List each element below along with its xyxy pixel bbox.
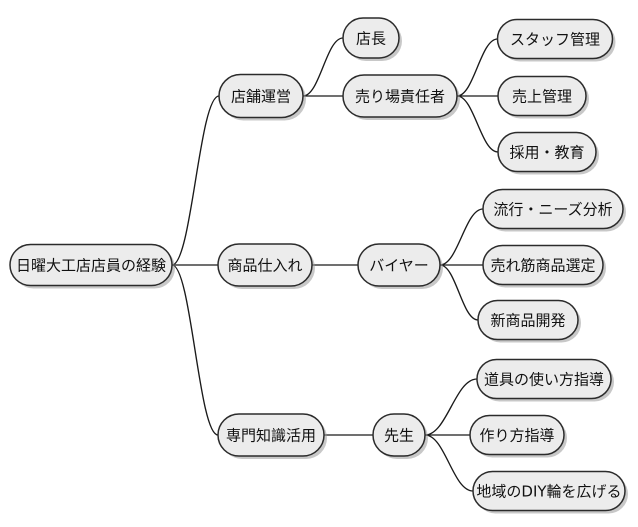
node-box[interactable] [496,18,614,60]
leaf-node[interactable]: 売上管理 [497,75,589,119]
edge-connector [171,95,220,266]
sub-branch-node[interactable]: バイヤー [357,243,443,289]
node-label: 店舗運営 [231,88,291,106]
leaf-node[interactable]: 新商品開発 [477,299,581,343]
node-box[interactable] [357,243,441,287]
sub-branch-node[interactable]: 店長 [342,17,402,61]
leaf-node[interactable]: 流行・ニーズ分析 [482,188,626,232]
node-label: 日曜大工店店員の経験 [16,257,166,275]
node-box[interactable] [482,188,624,230]
node-box[interactable] [9,243,173,287]
branch-node[interactable]: 商品仕入れ [217,243,315,289]
node-box[interactable] [476,358,612,400]
node-box[interactable] [218,73,304,119]
node-box[interactable] [472,470,626,512]
node-box[interactable] [469,414,565,456]
node-label: 売上管理 [512,88,572,106]
node-box[interactable] [217,243,313,287]
node-box[interactable] [482,244,604,286]
edge-connector [171,264,219,436]
leaf-node[interactable]: スタッフ管理 [496,18,616,62]
node-label: 商品仕入れ [227,257,302,275]
sub-branch-node[interactable]: 先生 [372,413,428,459]
edge-connector [439,264,479,321]
node-label: 店長 [356,30,386,48]
node-box[interactable] [497,75,587,117]
node-label: 作り方指導 [479,427,554,445]
edge-connector [456,95,499,153]
edge-connector [302,37,344,97]
node-label: 売れ筋商品選定 [490,257,595,275]
leaf-node[interactable]: 作り方指導 [469,414,567,458]
node-box[interactable] [497,131,597,173]
node-box[interactable] [342,17,400,59]
root-node[interactable]: 日曜大工店店員の経験 [9,243,175,289]
leaf-node[interactable]: 売れ筋商品選定 [482,244,606,288]
node-box[interactable] [342,74,458,118]
edge-connector [456,38,499,97]
node-label: 先生 [384,427,414,445]
leaf-node[interactable]: 道具の使い方指導 [476,358,614,402]
node-box[interactable] [217,413,325,457]
node-label: 売り場責任者 [355,88,445,106]
node-label: バイヤー [369,257,429,275]
node-box[interactable] [372,413,426,457]
edge-connector [439,208,484,266]
edge-connector [424,378,478,436]
node-label: 道具の使い方指導 [484,371,604,389]
node-label: 新商品開発 [490,312,565,330]
node-label: 地域のDIY輪を広げる [476,483,621,501]
branch-node[interactable]: 専門知識活用 [217,413,327,459]
edges-layer [171,37,499,492]
sub-branch-node[interactable]: 売り場責任者 [342,74,460,120]
node-label: 専門知識活用 [226,427,316,445]
leaf-node[interactable]: 採用・教育 [497,131,599,175]
leaf-node[interactable]: 地域のDIY輪を広げる [472,470,628,514]
node-box[interactable] [477,299,579,341]
node-label: 採用・教育 [509,144,584,162]
node-label: 流行・ニーズ分析 [493,201,612,219]
branch-node[interactable]: 店舗運営 [218,73,306,121]
node-label: スタッフ管理 [510,31,600,49]
edge-connector [424,434,474,492]
